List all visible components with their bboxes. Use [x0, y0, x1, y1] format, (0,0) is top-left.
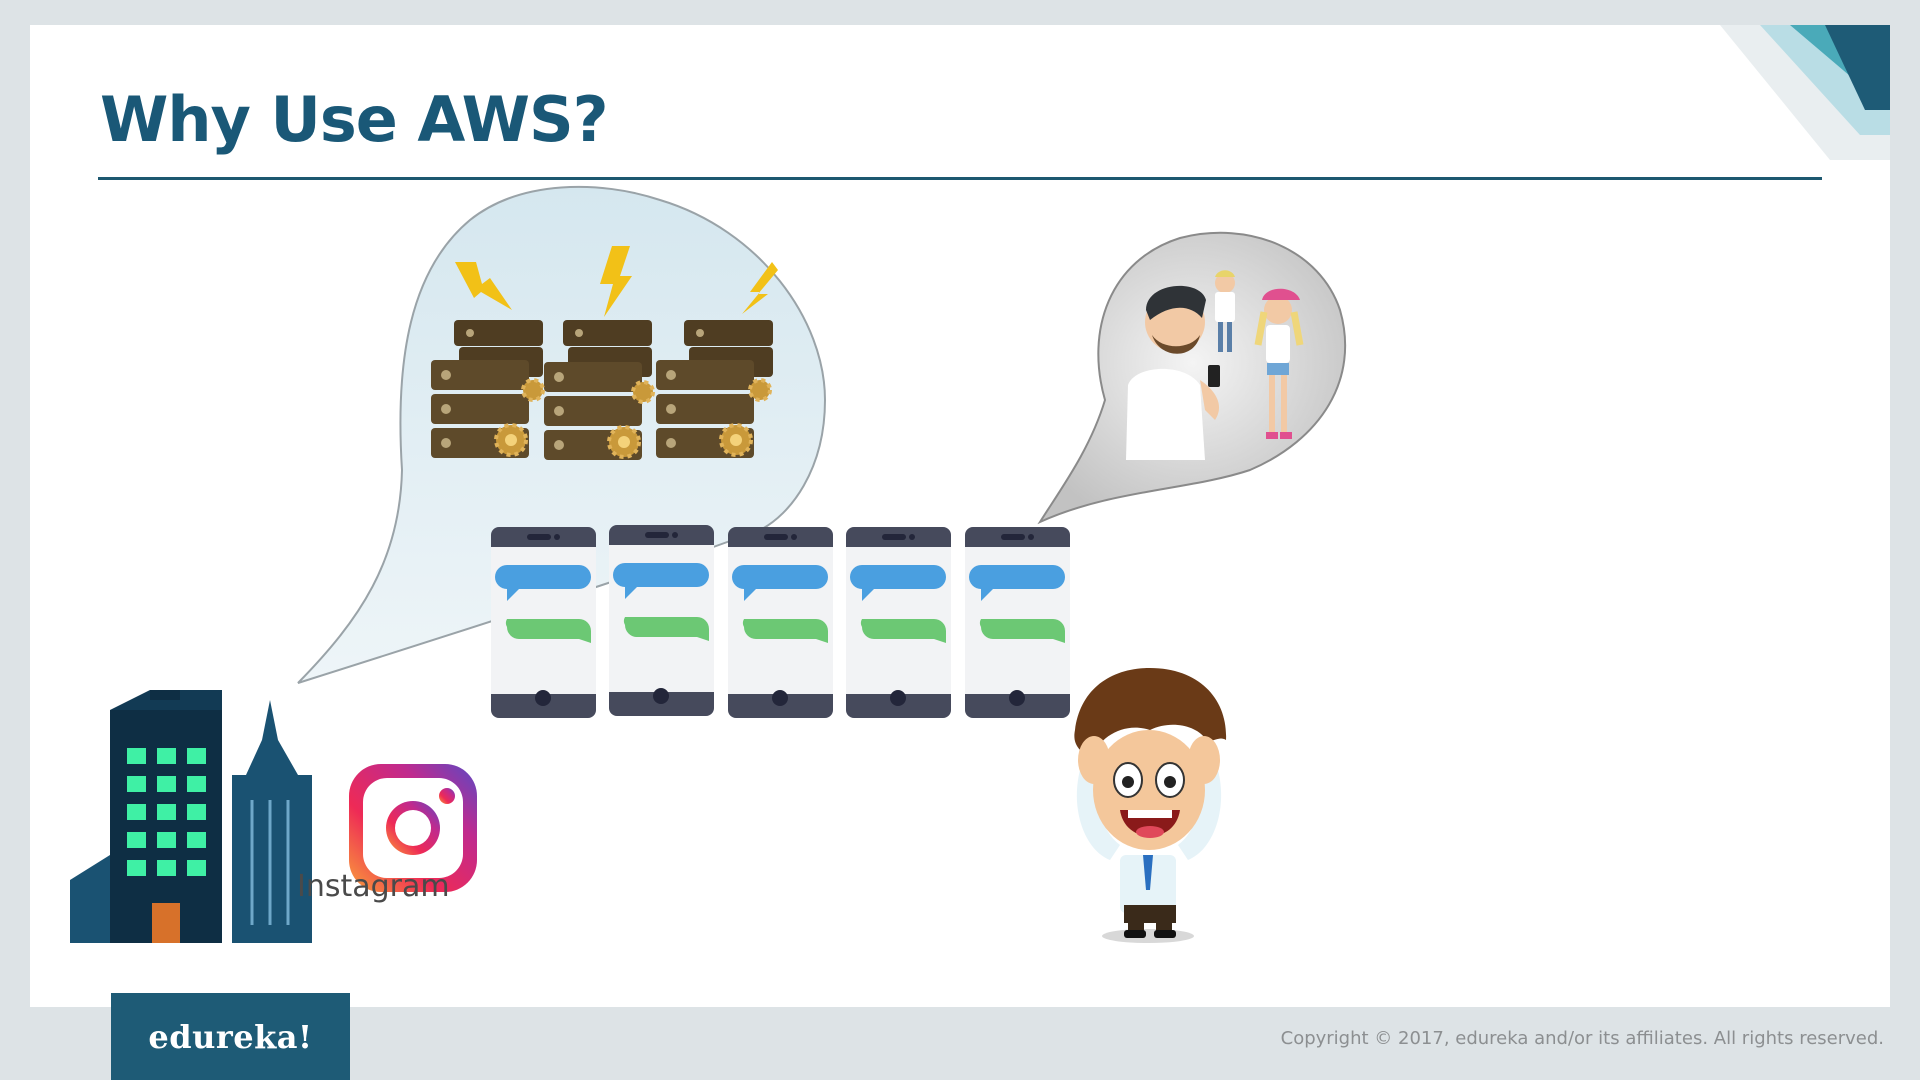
smartphone-icon — [491, 527, 596, 718]
people-illustration — [1126, 270, 1304, 460]
smartphone-icon — [728, 527, 833, 718]
phone-row — [491, 525, 1070, 718]
title-divider — [98, 177, 1822, 180]
corner-decoration — [1720, 25, 1890, 160]
office-building-icon — [70, 690, 312, 943]
instagram-logo — [349, 764, 477, 892]
smartphone-icon — [846, 527, 951, 718]
edureka-logo: edureka! — [111, 993, 350, 1080]
lightning-bolt-icon — [455, 246, 778, 317]
slide-title: Why Use AWS? — [100, 83, 609, 156]
worried-developer-illustration — [1074, 668, 1227, 943]
copyright-notice: Copyright © 2017, edureka and/or its aff… — [1280, 1028, 1884, 1049]
slide: Why Use AWS? — [30, 25, 1890, 1007]
smartphone-icon — [965, 527, 1070, 718]
server-stack-icon — [431, 320, 773, 460]
instagram-label: Instagram — [297, 869, 450, 904]
brand-text: edureka! — [148, 1017, 313, 1056]
smartphone-icon — [609, 525, 714, 716]
